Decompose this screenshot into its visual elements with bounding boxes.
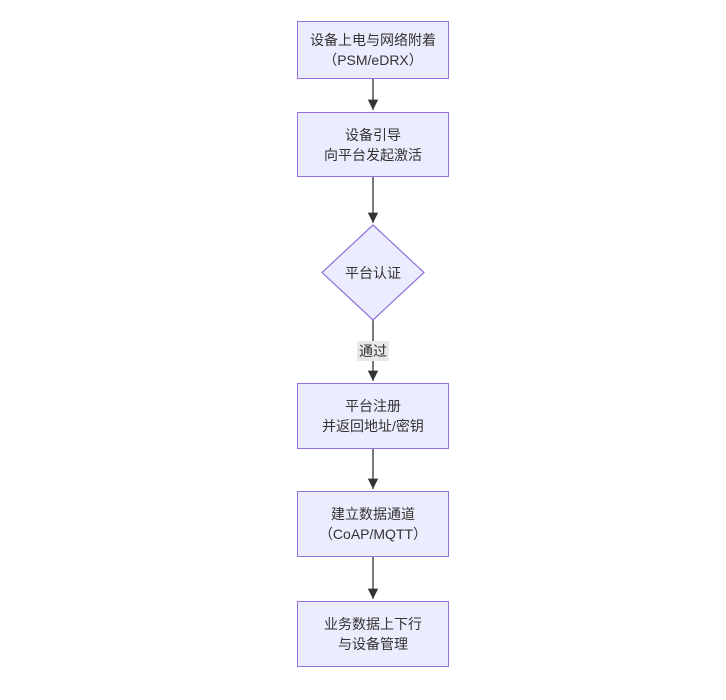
node-business-data-line1: 业务数据上下行 [324,616,422,632]
node-platform-auth-line1: 平台认证 [345,264,401,281]
node-data-channel: 建立数据通道 （CoAP/MQTT） [297,491,449,557]
node-business-data-line2: 与设备管理 [338,636,408,652]
node-platform-register: 平台注册 并返回地址/密钥 [297,383,449,449]
node-platform-auth-shape [321,224,425,321]
node-power-attach-line1: 设备上电与网络附着 [310,32,436,48]
node-platform-register-line2: 并返回地址/密钥 [322,418,424,434]
node-bootstrap-activate-line1: 设备引导 [345,126,401,143]
node-bootstrap-activate-line2: 向平台发起激活 [324,146,422,163]
node-business-data: 业务数据上下行 与设备管理 [297,601,449,667]
node-power-attach-line2: （PSM/eDRX） [323,52,423,68]
node-power-attach: 设备上电与网络附着 （PSM/eDRX） [297,21,449,79]
node-data-channel-line2: （CoAP/MQTT） [318,526,428,542]
edge-label-pass: 通过 [357,341,389,361]
node-platform-auth-label: 平台认证 [297,262,449,283]
node-data-channel-line1: 建立数据通道 [331,506,415,522]
node-platform-register-line1: 平台注册 [345,398,401,414]
node-bootstrap-activate: 设备引导 向平台发起激活 [297,112,449,177]
